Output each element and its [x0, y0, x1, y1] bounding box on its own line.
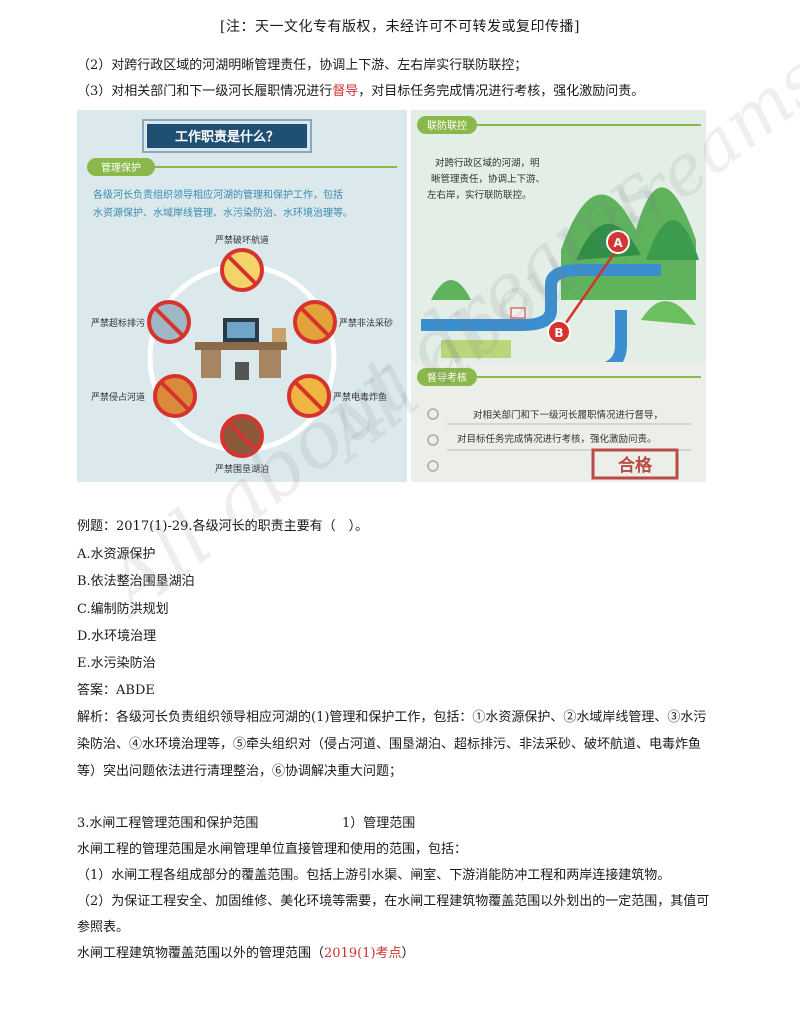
option-e: E.水污染防治 [77, 656, 156, 671]
intro-item-2: （2）对跨行政区域的河湖明晰管理责任，协调上下游、左右岸实行联防联控； [77, 58, 528, 73]
infographic-joint-control-graphic: 联防联控 对跨行政区域的河湖，明 晰管理责任，协调上下游、 左右岸，实行联防联控… [411, 110, 706, 482]
ban-sign-upper-left: 严禁超标排污 [91, 300, 191, 344]
infographic-duties-graphic: 工作职责是什么？ 管理保护 各级河长负责组织领导相应河湖的管理和保护工作，包括 … [77, 110, 407, 482]
section-heading: 3.水闸工程管理范围和保护范围 [77, 816, 259, 831]
section-item-2-line-2: 参照表。 [77, 920, 130, 935]
duty-desc-line-2: 水资源保护、水域岸线管理、水污染防治、水环境治理等。 [93, 206, 353, 219]
section-tag-label: 管理保护 [101, 161, 141, 174]
joint-desc-line-2: 晰管理责任，协调上下游、 [431, 173, 545, 185]
question-stem: 例题：2017(1)-29.各级河长的职责主要有（ ）。 [77, 519, 369, 534]
panel-title: 工作职责是什么？ [175, 129, 279, 145]
option-d: D.水环境治理 [77, 629, 157, 644]
option-c: C.编制防洪规划 [77, 602, 169, 617]
pass-stamp-label: 合格 [618, 455, 653, 476]
section-last-text: 水闸工程建筑物覆盖范围以外的管理范围（ [77, 946, 325, 961]
ban-sign-bottom: 严禁围垦湖泊 [215, 414, 269, 475]
intro-item-3-highlight: 督导 [332, 84, 359, 99]
check-line-2: 对目标任务完成情况进行考核，强化激励问责。 [457, 433, 657, 445]
ban-sign-lower-right: 严禁电毒炸鱼 [287, 374, 387, 418]
marker-b-label: B [554, 326, 563, 340]
ban-label-top: 严禁破坏航道 [215, 234, 269, 246]
ban-label-upper-left: 严禁超标排污 [91, 317, 145, 329]
checklist: 对相关部门和下一级河长履职情况进行督导， 对目标任务完成情况进行考核，强化激励问… [427, 408, 691, 472]
answer: 答案：ABDE [77, 683, 155, 698]
joint-desc-line-1: 对跨行政区域的河湖，明 [435, 157, 540, 169]
section-tag-bg [87, 158, 155, 176]
check-line-1: 对相关部门和下一级河长履职情况进行督导， [473, 409, 663, 421]
title-bar [147, 124, 307, 148]
option-a: A.水资源保护 [77, 547, 156, 562]
section-last-text-end: ） [401, 946, 415, 961]
duty-desc-line-1: 各级河长负责组织领导相应河湖的管理和保护工作，包括 [93, 188, 343, 201]
joint-desc-line-3: 左右岸，实行联防联控。 [427, 189, 532, 201]
marker-a: A [606, 230, 630, 254]
pass-stamp: 合格 [591, 448, 679, 480]
ban-sign-lower-left: 严禁侵占河道 [91, 374, 197, 418]
infographic-duties: 工作职责是什么？ 管理保护 各级河长负责组织领导相应河湖的管理和保护工作，包括 … [77, 110, 407, 482]
analysis-line-1: 解析：各级河长负责组织领导相应河湖的(1)管理和保护工作，包括：①水资源保护、②… [77, 710, 707, 725]
ban-sign-upper-right: 严禁非法采砂 [293, 300, 393, 344]
intro-item-3-text: （3）对相关部门和下一级河长履职情况进行 [77, 84, 333, 99]
intro-item-3: （3）对相关部门和下一级河长履职情况进行督导，对目标任务完成情况进行考核，强化激… [77, 82, 644, 102]
analysis-line-3: 等）突出问题依法进行清理整治，⑥协调解决重大问题； [77, 764, 403, 779]
intro-item-3-text-end: ，对目标任务完成情况进行考核，强化激励问责。 [358, 84, 645, 99]
section-item-2-line-1: （2）为保证工程安全、加固维修、美化环境等需要，在水闸工程建筑物覆盖范围以外划出… [77, 894, 710, 909]
ban-sign-top: 严禁破坏航道 [215, 234, 269, 292]
copyright-header: [注：天一文化专有版权，未经许可不可转发或复印传播] [220, 19, 580, 35]
infographic-joint-control: 联防联控 对跨行政区域的河湖，明 晰管理责任，协调上下游、 左右岸，实行联防联控… [411, 110, 706, 482]
marker-b: B [547, 320, 571, 344]
section-subheading: 1）管理范围 [342, 816, 416, 831]
desk-illustration [195, 318, 287, 380]
tag-supervision: 督导考核 [427, 371, 467, 384]
ban-label-bottom: 严禁围垦湖泊 [215, 464, 269, 475]
ban-label-lower-right: 严禁电毒炸鱼 [333, 391, 387, 403]
ban-label-lower-left: 严禁侵占河道 [91, 391, 145, 403]
ban-label-upper-right: 严禁非法采砂 [339, 317, 393, 329]
tag-joint-control: 联防联控 [427, 119, 467, 132]
option-b: B.依法整治围垦湖泊 [77, 574, 195, 589]
section-last-line: 水闸工程建筑物覆盖范围以外的管理范围（2019(1)考点） [77, 944, 415, 964]
exam-point-highlight: 2019(1)考点 [324, 946, 402, 961]
analysis-line-2: 染防治、④水环境治理等，⑤牵头组织对（侵占河道、围垦湖泊、超标排污、非法采砂、破… [77, 737, 702, 752]
section-para-1: 水闸工程的管理范围是水闸管理单位直接管理和使用的范围，包括： [77, 842, 468, 857]
section-item-1: （1）水闸工程各组成部分的覆盖范围。包括上游引水渠、闸室、下游消能防冲工程和两岸… [77, 868, 671, 883]
marker-a-label: A [613, 236, 623, 250]
